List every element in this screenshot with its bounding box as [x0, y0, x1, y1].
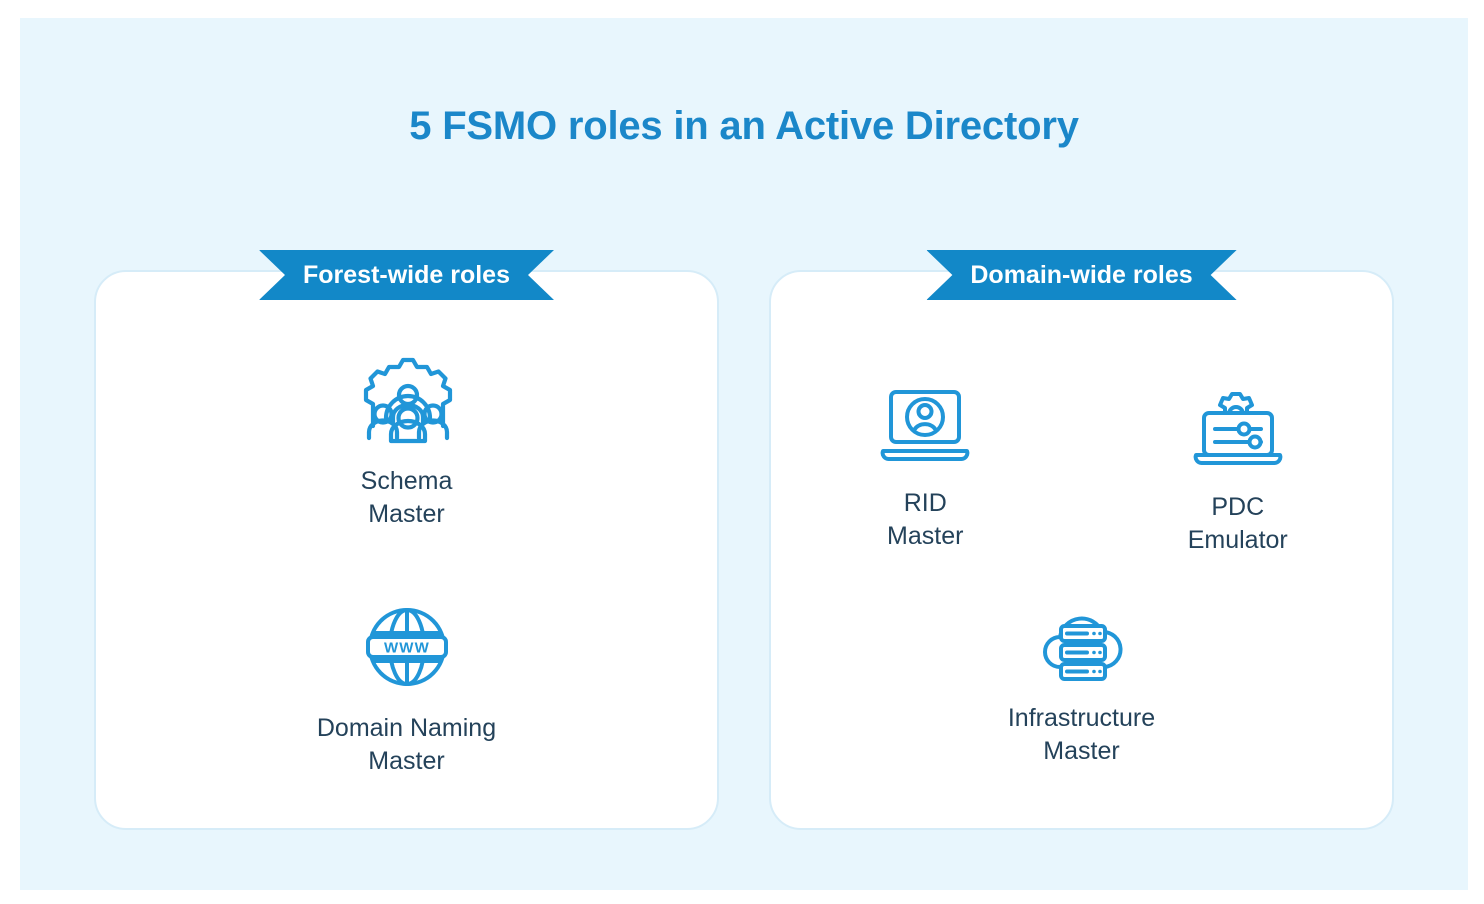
- page-title: 5 FSMO roles in an Active Directory: [409, 104, 1079, 148]
- column-forest-wide: Forest-wide roles: [94, 250, 719, 830]
- roles-list-forest-wide: Schema Master: [94, 270, 719, 830]
- fsmo-roles-infographic: 5 FSMO roles in an Active Directory Fore…: [20, 18, 1468, 890]
- role-label: RID Master: [887, 489, 964, 550]
- banner-forest-wide: Forest-wide roles: [259, 250, 554, 300]
- laptop-user-icon: [879, 386, 971, 471]
- gear-people-icon: [357, 352, 457, 449]
- role-label: Infrastructure Master: [1007, 704, 1156, 765]
- role-rid-master[interactable]: RID Master: [769, 386, 1082, 557]
- role-label: Schema Master: [360, 467, 453, 528]
- roles-list-domain-wide: RID Master: [769, 270, 1394, 830]
- role-schema-master[interactable]: Schema Master: [94, 352, 719, 531]
- roles-columns: Forest-wide roles: [20, 250, 1468, 830]
- card-forest-wide: [94, 270, 719, 830]
- role-pdc-emulator[interactable]: PDC Emulator: [1082, 386, 1395, 557]
- card-domain-wide: [769, 270, 1394, 830]
- globe-www-icon: WWW: [363, 603, 451, 696]
- role-label: Domain Naming Master: [316, 714, 497, 775]
- laptop-settings-gear-icon: [1189, 386, 1287, 475]
- role-infrastructure-master[interactable]: Infrastructure Master: [925, 605, 1238, 768]
- column-domain-wide: Domain-wide roles: [769, 250, 1394, 830]
- role-domain-naming-master[interactable]: WWW Domain Naming Master: [94, 603, 719, 778]
- svg-text:WWW: WWW: [383, 640, 429, 657]
- cloud-servers-icon: [1034, 605, 1130, 686]
- banner-domain-wide: Domain-wide roles: [926, 250, 1236, 300]
- role-label: PDC Emulator: [1187, 493, 1288, 554]
